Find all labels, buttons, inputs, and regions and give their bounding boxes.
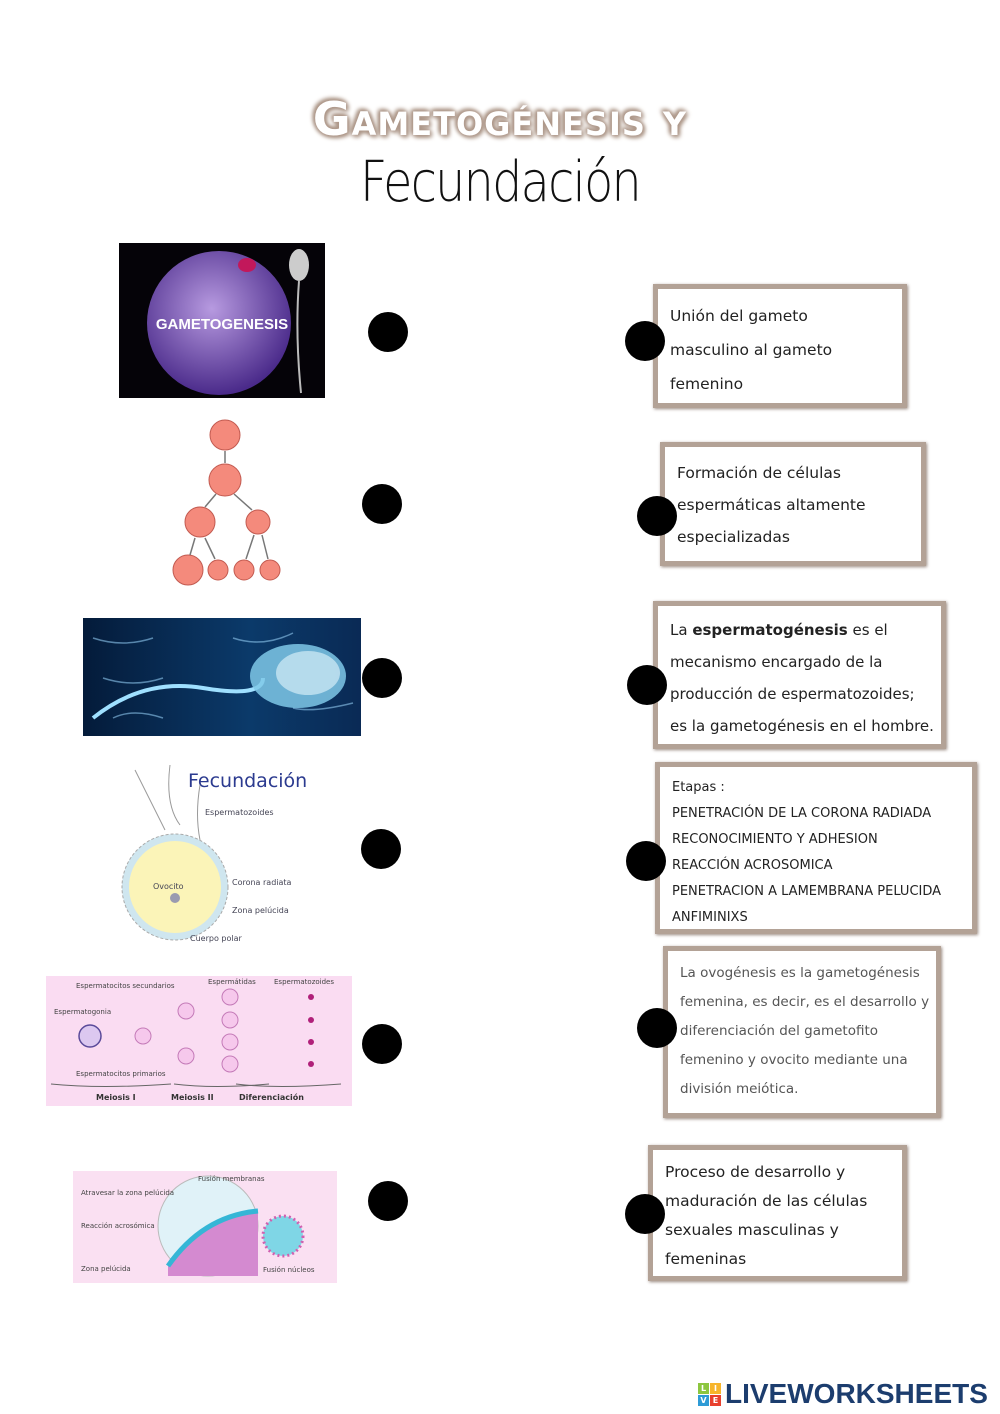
left-match-dot-3[interactable] <box>362 658 402 698</box>
definition-box-1: Unión del gameto masculino al gameto fem… <box>653 284 907 408</box>
box-line: femeninas <box>665 1250 747 1268</box>
box-line: masculino al gameto <box>670 341 833 359</box>
diagram-label: Cuerpo polar <box>190 934 242 943</box>
left-match-dot-4[interactable] <box>361 829 401 869</box>
ovogenesis-diagram <box>150 418 305 592</box>
box-line: sexuales masculinas y <box>665 1221 839 1239</box>
diagram-label: Fusión núcleos <box>263 1266 315 1274</box>
box-line: Formación de células <box>677 464 841 482</box>
fecundacion-diagram: Fecundación Espermatozoides Ovocito Coro… <box>120 765 320 945</box>
title-line-2: Fecundación <box>360 150 642 215</box>
box-line: PENETRACION A LAMEMBRANA PELUCIDA <box>672 884 942 899</box>
definition-box-3: La espermatogénesis es el mecanismo enca… <box>653 601 946 749</box>
box-line: espermáticas altamente <box>677 496 866 514</box>
definition-box-4: Etapas : PENETRACIÓN DE LA CORONA RADIAD… <box>655 762 977 934</box>
definition-box-6: Proceso de desarrollo y maduración de la… <box>648 1145 907 1281</box>
box-line: Unión del gameto <box>670 307 808 325</box>
diagram-label: Fusión membranas <box>198 1175 265 1183</box>
box-line: femenino <box>670 375 744 393</box>
box-line: Etapas : <box>672 780 725 795</box>
logo-letter: E <box>710 1394 721 1406</box>
image-label: GAMETOGENESIS <box>156 316 288 333</box>
bold-term: espermatogénesis <box>692 621 848 639</box>
box-line: división meiótica. <box>680 1081 799 1097</box>
gametogenesis-image: GAMETOGENESIS <box>119 243 325 398</box>
box-line: especializadas <box>677 528 790 546</box>
diagram-label: Atravesar la zona pelúcida <box>81 1189 174 1197</box>
espermatogenesis-diagram: Espermatocitos secundarios Espermátidas … <box>46 976 352 1106</box>
box-line: femenina, es decir, es el desarrollo y <box>680 994 930 1010</box>
text: es el <box>847 621 888 639</box>
box-line: PENETRACIÓN DE LA CORONA RADIADA <box>672 806 932 821</box>
diagram-label: Espermátidas <box>208 978 256 986</box>
diagram-label: Meiosis I <box>96 1093 136 1102</box>
diagram-label: Ovocito <box>153 882 184 891</box>
box-line: maduración de las células <box>665 1192 868 1210</box>
title-line-1: Gametogénesis y <box>312 92 688 146</box>
logo-text: LIVEWORKSHEETS <box>725 1378 988 1409</box>
diagram-label: Zona pelúcida <box>81 1265 131 1273</box>
left-match-dot-6[interactable] <box>368 1181 408 1221</box>
box-line: RECONOCIMIENTO Y ADHESION <box>672 832 878 847</box>
logo-icon: L I V E <box>698 1382 721 1406</box>
box-line: Proceso de desarrollo y <box>665 1163 846 1181</box>
left-match-dot-5[interactable] <box>362 1024 402 1064</box>
box-line: producción de espermatozoides; <box>670 685 915 703</box>
logo-letter: V <box>698 1394 709 1406</box>
box-line: La espermatogénesis es el <box>670 614 929 646</box>
liveworksheets-logo: L I V E LIVEWORKSHEETS <box>698 1378 988 1410</box>
right-match-dot-1[interactable] <box>625 321 665 361</box>
diagram-label: Reacción acrosómica <box>81 1222 155 1230</box>
sperm-egg-image <box>83 618 361 736</box>
right-match-dot-2[interactable] <box>637 496 677 536</box>
left-match-dot-2[interactable] <box>362 484 402 524</box>
right-match-dot-4[interactable] <box>626 841 666 881</box>
right-match-dot-6[interactable] <box>625 1194 665 1234</box>
diagram-label: Corona radiata <box>232 878 292 887</box>
box-line: REACCIÓN ACROSOMICA <box>672 858 833 873</box>
diagram-label: Zona pelúcida <box>232 906 289 915</box>
right-match-dot-3[interactable] <box>627 665 667 705</box>
logo-letter: L <box>698 1382 709 1394</box>
fusion-diagram: Fusión membranas Atravesar la zona pelúc… <box>73 1171 337 1283</box>
right-match-dot-5[interactable] <box>637 1008 677 1048</box>
definition-box-2: Formación de células espermáticas altame… <box>660 442 926 566</box>
logo-letter: I <box>710 1382 721 1394</box>
text: La <box>670 621 693 639</box>
diagram-title: Fecundación <box>188 770 307 792</box>
box-line: diferenciación del gametofito <box>680 1023 879 1039</box>
diagram-label: Espermatocitos secundarios <box>76 982 175 990</box>
box-line: femenino y ovocito mediante una <box>680 1052 908 1068</box>
diagram-label: Espermatozoides <box>274 978 334 986</box>
left-match-dot-1[interactable] <box>368 312 408 352</box>
diagram-label: Diferenciación <box>239 1092 304 1102</box>
box-line: es la gametogénesis en el hombre. <box>670 717 934 735</box>
diagram-label: Meiosis II <box>171 1093 214 1102</box>
definition-box-5: La ovogénesis es la gametogénesis femeni… <box>663 946 941 1118</box>
box-line: ANFIMINIXS <box>672 910 748 925</box>
box-line: La ovogénesis es la gametogénesis <box>680 965 920 981</box>
box-line: mecanismo encargado de la <box>670 653 883 671</box>
diagram-label: Espermatogonia <box>54 1008 111 1016</box>
diagram-label: Espermatozoides <box>205 808 274 817</box>
diagram-label: Espermatocitos primarios <box>76 1070 166 1078</box>
